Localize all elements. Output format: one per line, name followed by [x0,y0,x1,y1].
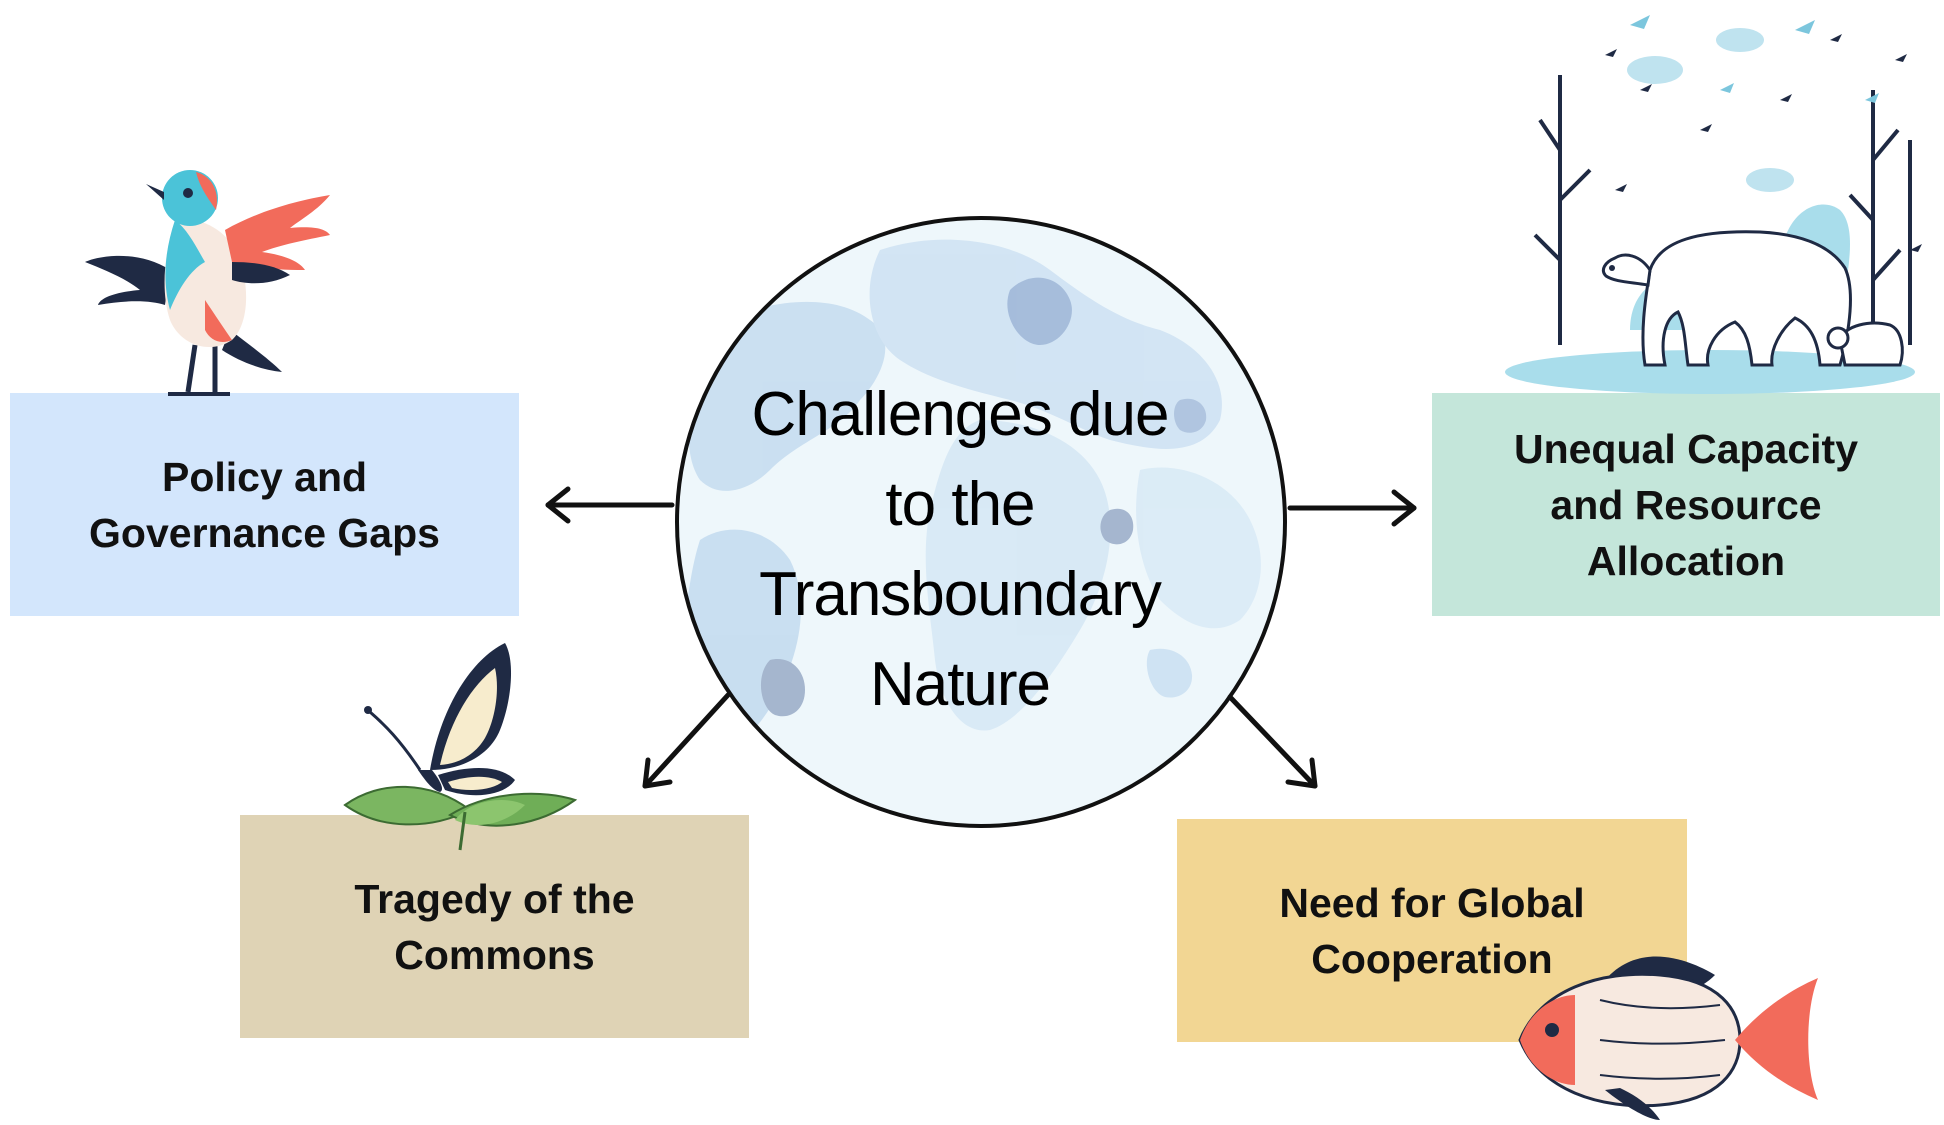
box-policy-bg [10,393,519,616]
node-unequal-capacity: Unequal Capacity and Resource Allocation [1432,393,1940,616]
node-unequal-label: Unequal Capacity and Resource Allocation [1513,425,1859,584]
arrow-to-policy [545,486,675,524]
bird-icon [85,170,330,396]
box-tragedy-bg [240,815,749,1038]
arrow-to-unequal [1287,489,1417,527]
node-need-label: Need for Global Cooperation [1279,879,1585,982]
node-policy-label: Policy and Governance Gaps [89,453,440,556]
box-unequal-bg [1432,393,1940,616]
polar-bear-forest-icon [1505,15,1922,394]
node-policy-governance-gaps: Policy and Governance Gaps [10,393,519,616]
arrow-to-need [1227,694,1318,789]
node-tragedy-label: Tragedy of the Commons [354,875,635,978]
arrow-to-tragedy [642,692,731,789]
node-tragedy-commons: Tragedy of the Commons [240,815,749,1038]
butterfly-icon [343,643,578,851]
node-need-global-cooperation: Need for Global Cooperation [1177,819,1687,1042]
globe-icon [675,216,1287,828]
center-title-text: Challenges due to the Transboundary Natu… [751,380,1170,719]
center-title: Challenges due to the Transboundary Natu… [690,370,1230,730]
fish-icon [1518,956,1818,1120]
